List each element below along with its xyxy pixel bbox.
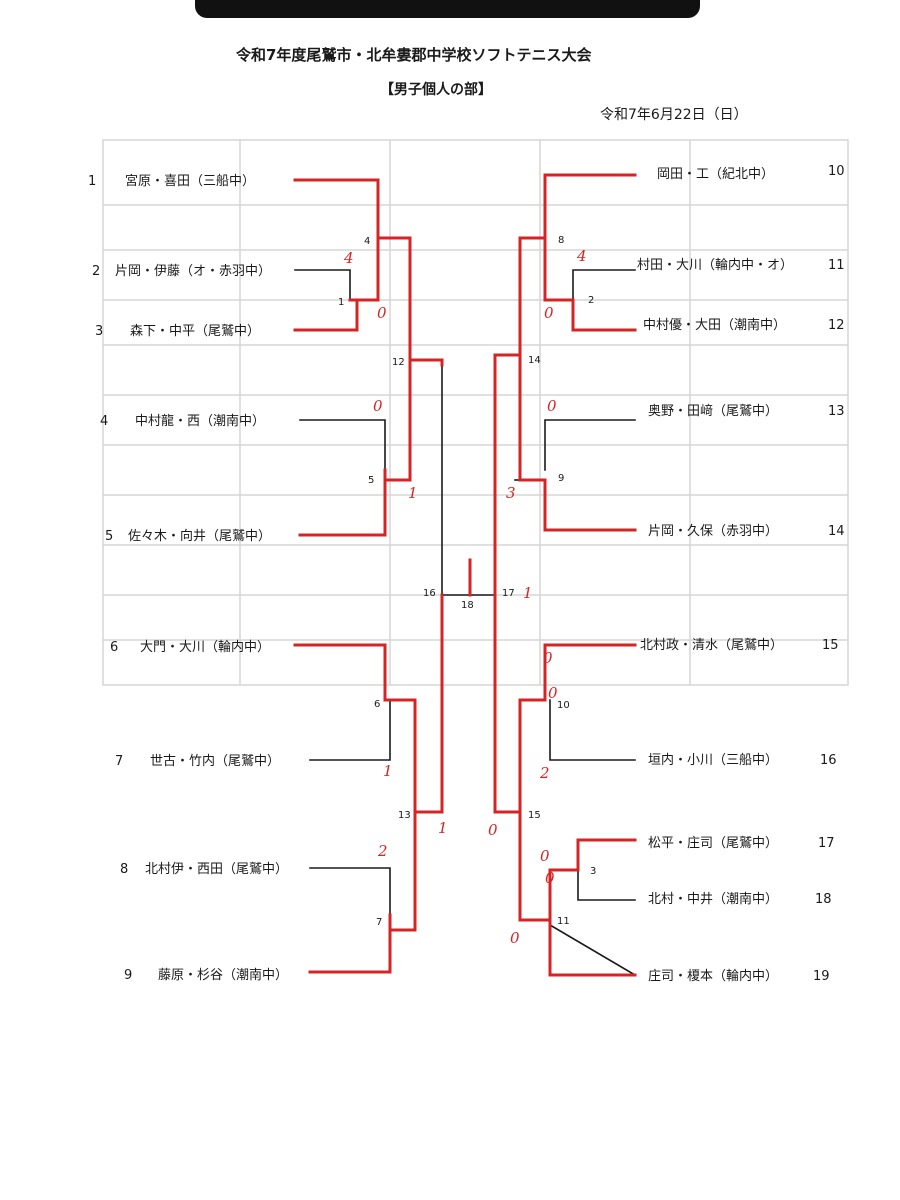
page-title: 令和7年度尾鷲市・北牟婁郡中学校ソフトテニス大会 xyxy=(236,46,592,64)
player-pair: 北村・中井（潮南中） xyxy=(648,892,779,907)
player-pair: 松平・庄司（尾鷲中） xyxy=(648,836,779,851)
player-pair: 庄司・榎本（輪内中） xyxy=(648,969,779,984)
player-pair: 岡田・工（紀北中） xyxy=(657,167,775,182)
score-mark: 0 xyxy=(373,397,383,415)
player-pair: 村田・大川（輪内中・オ） xyxy=(637,258,794,273)
score-mark: 1 xyxy=(523,584,533,602)
match-number: 14 xyxy=(528,355,541,366)
match-number: 16 xyxy=(423,588,436,599)
player-pair: 森下・中平（尾鷲中） xyxy=(130,324,261,339)
seed-number: 17 xyxy=(818,836,835,851)
match-number: 9 xyxy=(558,473,565,484)
match-number: 12 xyxy=(392,357,405,368)
score-mark: 4 xyxy=(344,249,354,267)
match-number: 11 xyxy=(557,916,570,927)
seed-number: 3 xyxy=(95,324,104,339)
player-pair: 佐々木・向井（尾鷲中） xyxy=(128,529,272,544)
score-mark: 0 xyxy=(540,847,550,865)
score-mark: 0 xyxy=(545,869,555,887)
seed-number: 7 xyxy=(115,754,124,769)
score-mark: 1 xyxy=(383,762,393,780)
score-mark: 0 xyxy=(488,821,498,839)
score-mark: 0 xyxy=(510,929,520,947)
player-pair: 世古・竹内（尾鷲中） xyxy=(150,754,281,769)
seed-number: 2 xyxy=(92,264,101,279)
score-mark: 0 xyxy=(547,397,557,415)
seed-number: 11 xyxy=(828,258,845,273)
score-mark: 0 xyxy=(543,649,553,667)
match-number: 7 xyxy=(376,917,383,928)
seed-number: 8 xyxy=(120,862,129,877)
score-mark: 1 xyxy=(438,819,448,837)
seed-number: 12 xyxy=(828,318,845,333)
tournament-date: 令和7年6月22日（日） xyxy=(600,107,748,123)
player-pair: 宮原・喜田（三船中） xyxy=(125,174,256,189)
player-pair: 片岡・久保（赤羽中） xyxy=(648,524,779,539)
score-mark: 3 xyxy=(506,484,516,502)
match-number: 13 xyxy=(398,810,411,821)
player-pair: 藤原・杉谷（潮南中） xyxy=(158,968,289,983)
player-pair: 垣内・小川（三船中） xyxy=(648,753,779,768)
seed-number: 9 xyxy=(124,968,133,983)
score-mark: 4 xyxy=(577,247,587,265)
player-pair: 中村龍・西（潮南中） xyxy=(135,414,266,429)
player-pair: 片岡・伊藤（オ・赤羽中） xyxy=(115,264,272,279)
score-mark: 0 xyxy=(377,304,387,322)
seed-number: 15 xyxy=(822,638,839,653)
score-mark: 0 xyxy=(548,684,558,702)
match-number: 5 xyxy=(368,475,375,486)
match-number: 1 xyxy=(338,297,345,308)
seed-number: 1 xyxy=(88,174,97,189)
player-pair: 大門・大川（輪内中） xyxy=(140,640,271,655)
match-number: 18 xyxy=(461,600,474,611)
player-pair: 中村優・大田（潮南中） xyxy=(643,318,787,333)
score-mark: 2 xyxy=(540,764,550,782)
match-number: 10 xyxy=(557,700,570,711)
match-number: 4 xyxy=(364,236,371,247)
player-pair: 奥野・田﨑（尾鷲中） xyxy=(648,404,779,419)
division-label: 【男子個人の部】 xyxy=(380,82,492,98)
clipboard-clip xyxy=(195,0,700,18)
player-pair: 北村伊・西田（尾鷲中） xyxy=(145,862,289,877)
seed-number: 16 xyxy=(820,753,837,768)
player-pair: 北村政・清水（尾鷲中） xyxy=(640,638,784,653)
match-number: 17 xyxy=(502,588,515,599)
seed-number: 18 xyxy=(815,892,832,907)
score-mark: 1 xyxy=(408,484,418,502)
match-number: 8 xyxy=(558,235,565,246)
match-number: 2 xyxy=(588,295,595,306)
match-number: 6 xyxy=(374,699,381,710)
seed-number: 4 xyxy=(100,414,109,429)
match-number: 3 xyxy=(590,866,597,877)
seed-number: 14 xyxy=(828,524,845,539)
seed-number: 5 xyxy=(105,529,114,544)
match-number: 15 xyxy=(528,810,541,821)
score-mark: 0 xyxy=(544,304,554,322)
score-mark: 2 xyxy=(378,842,388,860)
seed-number: 6 xyxy=(110,640,119,655)
seed-number: 10 xyxy=(828,164,845,179)
seed-number: 19 xyxy=(813,969,830,984)
seed-number: 13 xyxy=(828,404,845,419)
